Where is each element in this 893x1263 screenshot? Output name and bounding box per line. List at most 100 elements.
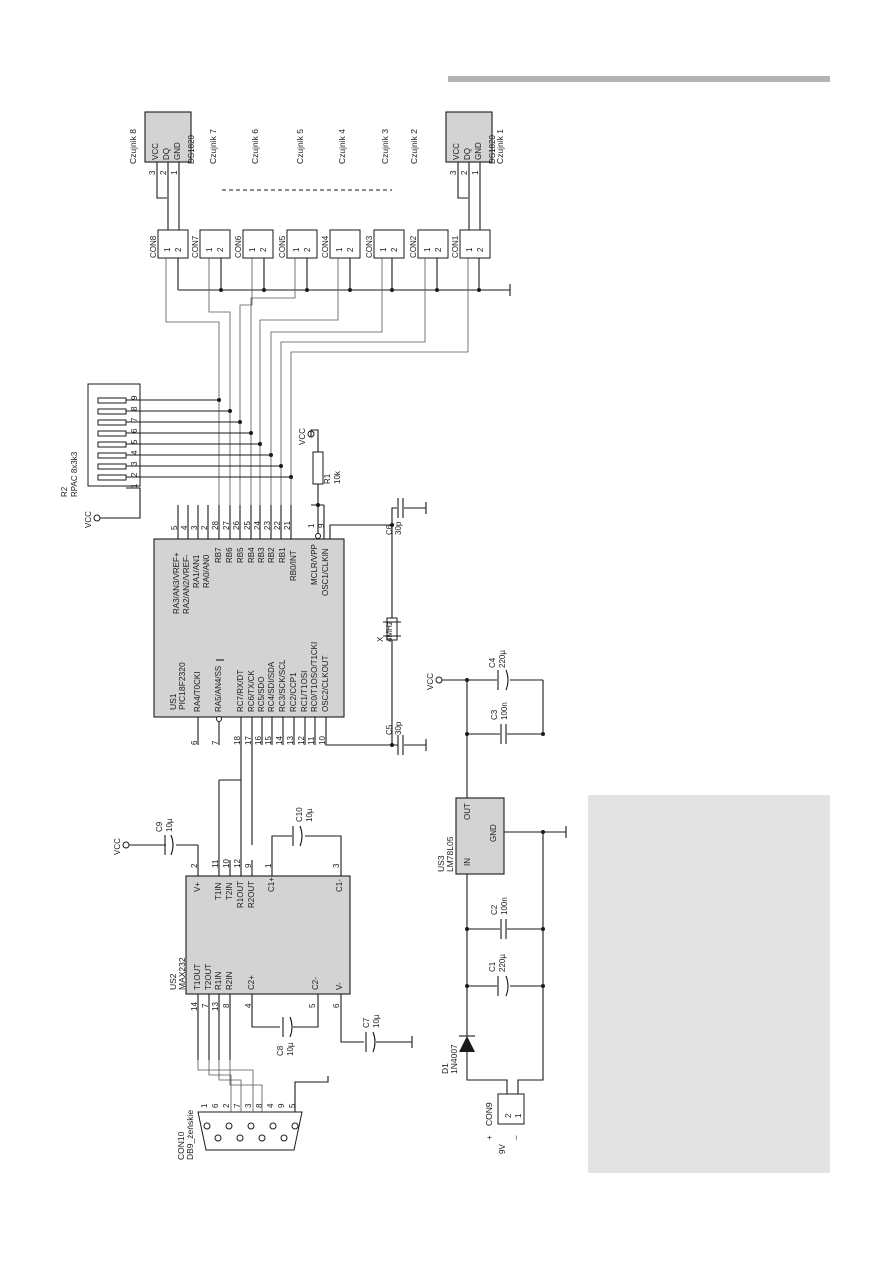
c4-ref: C4 (488, 657, 497, 668)
sensor-2-name: Czujnik 2 (409, 129, 419, 164)
svg-text:13: 13 (211, 1002, 220, 1011)
svg-text:RA1/AN1: RA1/AN1 (192, 554, 201, 588)
c8-ref: C8 (276, 1045, 285, 1056)
svg-text:4: 4 (266, 1103, 275, 1108)
con4-body (329, 229, 361, 259)
con8-label: CON8 (149, 235, 158, 258)
svg-text:2: 2 (130, 472, 139, 477)
con2-label: CON2 (409, 235, 418, 258)
svg-text:12: 12 (297, 736, 306, 745)
svg-text:27: 27 (222, 521, 231, 530)
sensor-1-part: DS1820 (488, 135, 497, 164)
svg-text:RA2/AN2/VREF-: RA2/AN2/VREF- (182, 554, 191, 614)
svg-text:11: 11 (307, 736, 316, 745)
c5-ref: C5 (385, 724, 394, 735)
svg-text:9: 9 (317, 523, 326, 528)
crystal-value: 4MHz (385, 621, 394, 642)
con5-label: CON5 (278, 235, 287, 258)
connector-row: CON1 1 2 CON2 1 2 CON3 1 2 CON4 1 2 CON5… (149, 229, 491, 259)
svg-text:2: 2 (259, 247, 268, 252)
svg-text:11: 11 (211, 859, 220, 868)
con9-body (497, 1093, 525, 1125)
psu-vcc-label: VCC (426, 673, 435, 690)
svg-text:T2IN: T2IN (225, 882, 234, 900)
svg-text:RC4/SDI/SDA: RC4/SDI/SDA (267, 661, 276, 712)
svg-text:RC2/CCP1: RC2/CCP1 (289, 672, 298, 712)
db9-shell (197, 1111, 303, 1151)
svg-text:MCLR/VPP: MCLR/VPP (310, 544, 319, 585)
svg-text:V+: V+ (193, 882, 202, 892)
d1-part: 1N4007 (449, 1044, 459, 1074)
svg-text:1: 1 (471, 170, 480, 175)
svg-text:9: 9 (130, 395, 139, 400)
psu-vcc-terminal (435, 676, 443, 684)
con10-part: DB9_żeńskie (185, 1110, 195, 1160)
r2-ref: R2 (60, 486, 69, 497)
c8-value: 10µ (286, 1042, 295, 1056)
c7-ref: C7 (362, 1017, 371, 1028)
svg-text:1: 1 (335, 247, 344, 252)
con8-body (157, 229, 189, 259)
svg-text:2: 2 (476, 247, 485, 252)
svg-text:3: 3 (244, 1103, 253, 1108)
svg-text:RC5/SDO: RC5/SDO (257, 676, 266, 712)
svg-text:GND: GND (489, 824, 498, 842)
c6-ref: C6 (385, 524, 394, 535)
r1-resistor: VCC R1 10k (298, 428, 342, 507)
svg-text:R2IN: R2IN (225, 972, 234, 990)
svg-text:RB1: RB1 (278, 547, 287, 563)
svg-text:R1OUT: R1OUT (236, 881, 245, 908)
svg-text:18: 18 (233, 736, 242, 745)
svg-text:OUT: OUT (463, 803, 472, 820)
svg-text:16: 16 (254, 736, 263, 745)
svg-text:2: 2 (390, 247, 399, 252)
svg-text:9: 9 (244, 863, 253, 868)
svg-text:2: 2 (434, 247, 443, 252)
r1-body (312, 451, 324, 485)
con6-label: CON6 (234, 235, 243, 258)
con9-minus: _ (508, 1135, 517, 1141)
svg-text:V-: V- (335, 982, 344, 990)
svg-text:10: 10 (318, 736, 327, 745)
svg-text:28: 28 (211, 521, 220, 530)
crystal-ref: X (376, 636, 385, 642)
svg-text:9: 9 (277, 1103, 286, 1108)
svg-text:C2+: C2+ (247, 975, 256, 990)
us2-part: MAX232 (177, 957, 187, 990)
svg-text:5: 5 (170, 525, 179, 530)
r2-vcc-label: VCC (84, 511, 93, 528)
us2-ref: US2 (168, 973, 178, 990)
con1-body (459, 229, 491, 259)
svg-text:2: 2 (174, 247, 183, 252)
header-rule (448, 76, 830, 82)
c4-value: 220µ (498, 650, 507, 668)
svg-text:26: 26 (232, 521, 241, 530)
svg-text:RC3/SCK/SCL: RC3/SCK/SCL (278, 659, 287, 712)
svg-text:13: 13 (286, 736, 295, 745)
side-panel (588, 795, 830, 1173)
svg-text:17: 17 (244, 736, 253, 745)
svg-text:C1+: C1+ (267, 877, 276, 892)
c3-value: 100n (500, 702, 509, 720)
svg-text:RA4/T0CKI: RA4/T0CKI (193, 672, 202, 712)
svg-text:4: 4 (244, 1003, 253, 1008)
svg-text:OSC2/CLKOUT: OSC2/CLKOUT (321, 655, 330, 712)
svg-text:2: 2 (216, 247, 225, 252)
sensor-5-name: Czujnik 5 (295, 129, 305, 164)
sensor-8-name: Czujnik 8 (128, 129, 138, 164)
svg-text:8: 8 (130, 406, 139, 411)
us1-part: PIC18F2320 (177, 662, 187, 710)
svg-text:2: 2 (190, 863, 199, 868)
c6-value: 30p (394, 521, 403, 535)
svg-text:7: 7 (130, 417, 139, 422)
svg-text:1: 1 (170, 170, 179, 175)
svg-text:1: 1 (205, 247, 214, 252)
con2-body (417, 229, 449, 259)
con5-body (286, 229, 318, 259)
c10-value: 10µ (305, 808, 314, 822)
us1-body (153, 538, 345, 718)
sensor-4-name: Czujnik 4 (337, 129, 347, 164)
r2-vcc-terminal (93, 514, 101, 522)
svg-text:1: 1 (379, 247, 388, 252)
svg-text:25: 25 (243, 521, 252, 530)
